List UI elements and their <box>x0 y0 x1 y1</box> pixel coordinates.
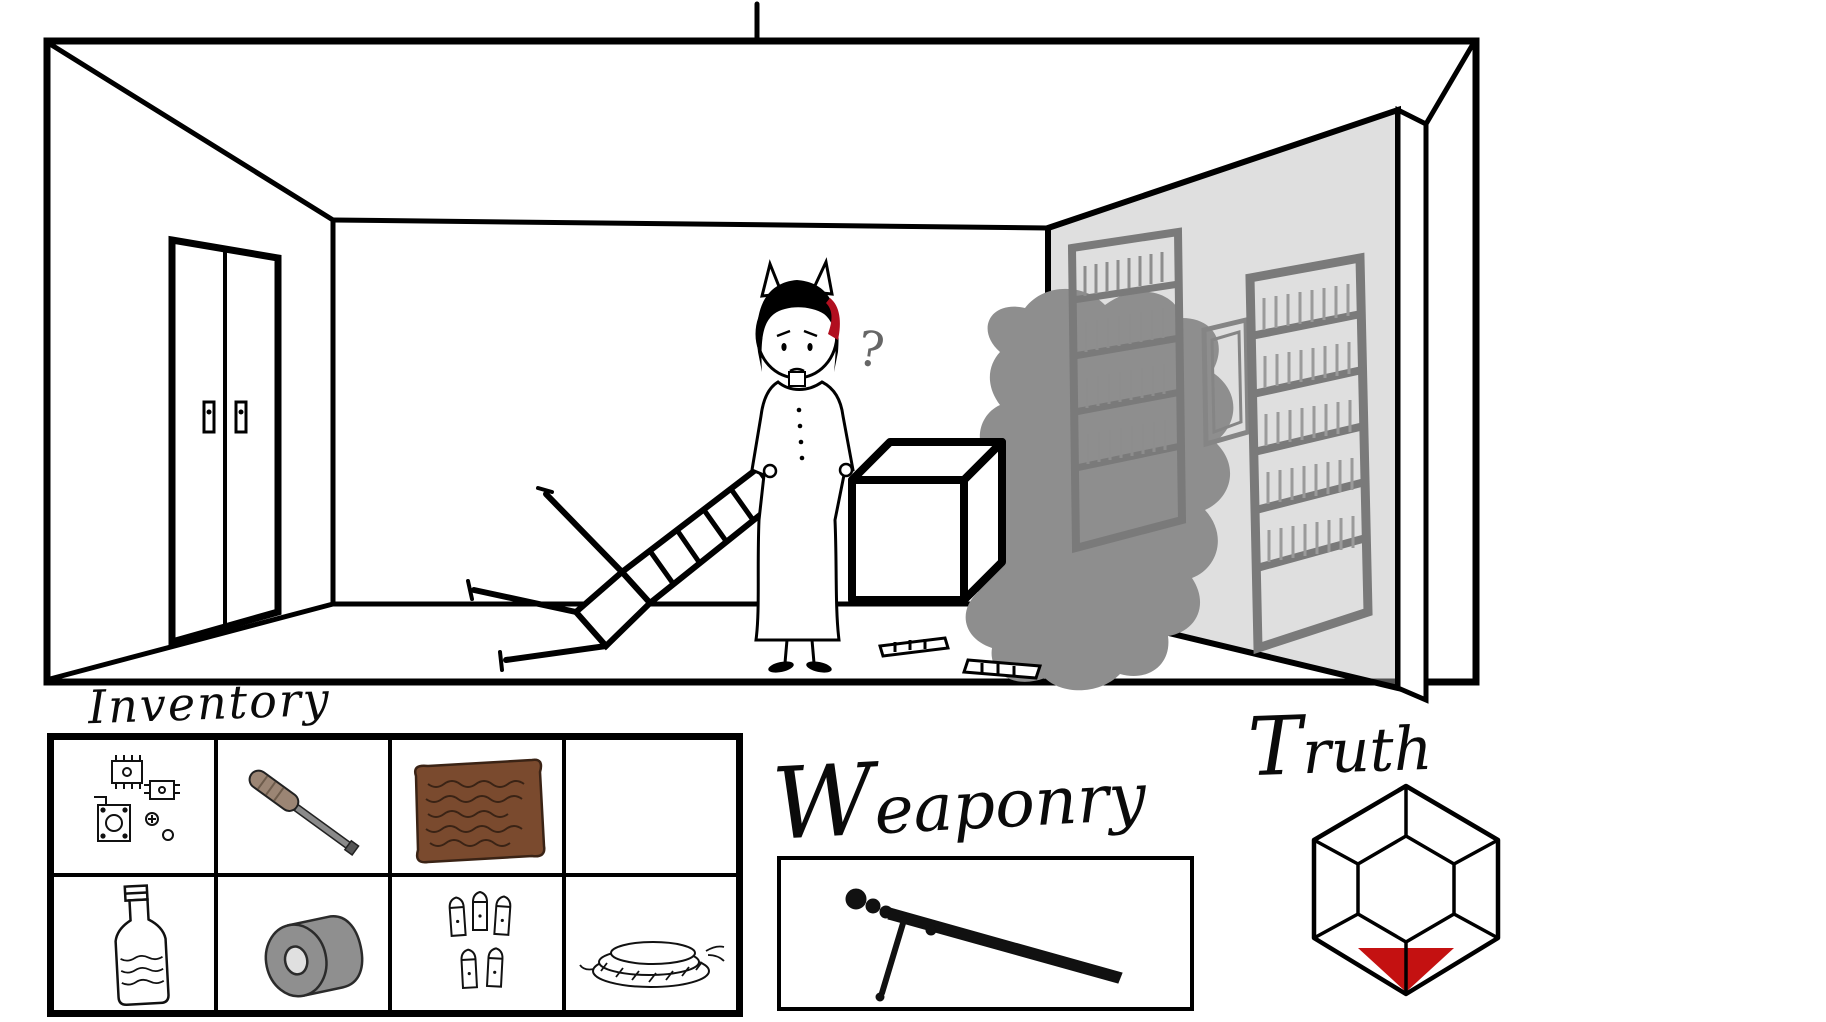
duct-tape-icon <box>264 914 364 997</box>
wooden-cube[interactable] <box>848 438 1006 604</box>
floor-debris[interactable] <box>878 636 1043 680</box>
cane-weapon-icon <box>845 888 1123 1002</box>
hair <box>756 280 839 372</box>
circuit-parts-icon <box>94 754 180 842</box>
overturned-chair[interactable] <box>466 465 783 672</box>
inventory-panel <box>47 733 743 1017</box>
room-outline <box>43 1 1480 686</box>
weaponry-panel[interactable] <box>777 856 1194 1011</box>
inventory-slot-bottle[interactable] <box>52 875 216 1012</box>
inventory-slot-duct-tape[interactable] <box>216 875 390 1012</box>
screwdriver-icon <box>248 769 360 856</box>
inventory-slot-rope[interactable] <box>564 875 738 1012</box>
weaponry-title: Weaponry <box>769 742 1148 863</box>
bookshelf-large[interactable] <box>1245 252 1373 655</box>
red-streak <box>826 298 840 340</box>
inventory-slot-bullets[interactable] <box>390 875 564 1012</box>
bookshelf-small[interactable] <box>1067 227 1187 554</box>
rope-coil-icon <box>579 940 725 988</box>
inventory-slot-empty[interactable] <box>564 738 738 875</box>
room-scene: ? <box>43 1 1480 704</box>
inventory-slot-parchment[interactable] <box>390 738 564 875</box>
inventory-title: Inventory <box>87 671 332 735</box>
question-mark: ? <box>854 320 887 379</box>
truth-gem-meter[interactable] <box>1300 778 1512 1006</box>
character[interactable]: ? <box>750 257 888 675</box>
double-doors[interactable] <box>168 235 282 647</box>
robe <box>750 380 855 642</box>
inventory-slot-circuit-parts[interactable] <box>52 738 216 875</box>
window-frame[interactable] <box>1201 316 1251 448</box>
right-wall-structure <box>961 105 1429 704</box>
bullets-icon <box>448 890 512 989</box>
bottle-icon <box>114 883 170 1006</box>
inventory-slot-screwdriver[interactable] <box>216 738 390 875</box>
parchment-icon <box>414 758 546 863</box>
